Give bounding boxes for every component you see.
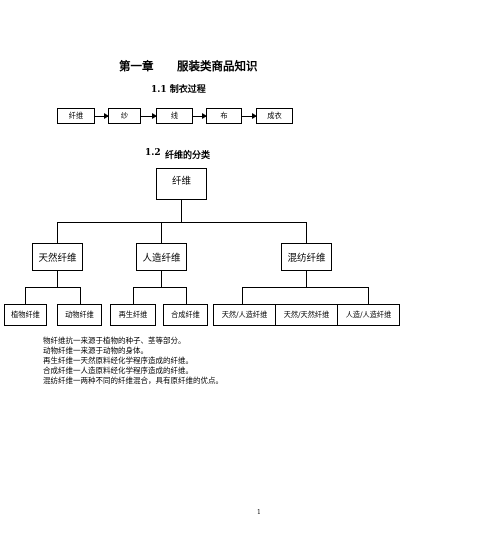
tree-node-manmade-fiber: 人造纤维 [136,243,187,271]
tree-connector [25,287,26,304]
tree-leaf-plant-fiber: 植物纤维 [4,304,47,326]
tree-leaf-animal-fiber: 动物纤维 [57,304,102,326]
tree-connector [242,287,243,304]
tree-connector [161,222,162,243]
tree-node-label: 合成纤维 [171,310,200,319]
tree-node-label: 植物纤维 [11,310,40,319]
definition-line: 动物纤维一来源于动物的身体。 [43,346,148,355]
section-title-fiber-classification: 纤维的分类 [165,151,211,161]
tree-leaf-natural-natural: 天然/天然纤维 [275,304,338,326]
tree-node-label: 天然/天然纤维 [283,310,330,319]
tree-connector [57,271,58,287]
tree-node-natural-fiber: 天然纤维 [32,243,83,271]
section-title-production-process: 1.1 制衣过程 [151,85,206,95]
definition-line: 再生纤维一天然原料经化学程序造成的纤维。 [43,356,193,365]
tree-node-label: 天然纤维 [38,253,77,264]
tree-node-label: 人造/人造纤维 [345,310,392,319]
process-step-fiber: 纤维 [57,108,95,124]
tree-connector [80,287,81,304]
process-step-label: 成衣 [267,111,282,120]
tree-connector [242,287,369,288]
tree-node-blended-fiber: 混纺纤维 [281,243,332,271]
process-step-label: 纤维 [68,111,84,120]
chapter-title: 服装类商品知识 [177,59,258,73]
process-arrow [193,113,207,119]
tree-connector [133,287,134,304]
process-arrow [141,113,157,119]
tree-node-label: 混纺纤维 [287,253,326,264]
tree-leaf-natural-manmade: 天然/人造纤维 [213,304,276,326]
tree-node-label: 纤维 [171,176,191,187]
tree-root-fiber: 纤维 [156,168,207,200]
tree-node-label: 动物纤维 [65,310,94,319]
definition-line: 物纤维抗一来源于植物的种子、茎等部分。 [43,336,186,345]
tree-node-label: 人造纤维 [142,253,181,264]
process-step-garment: 成衣 [256,108,293,124]
tree-connector [133,287,187,288]
section-number-fiber-classification: 1.2 [145,148,161,158]
process-arrow [95,113,109,119]
tree-connector [306,222,307,243]
tree-leaf-synthetic-fiber: 合成纤维 [163,304,208,326]
process-step-label: 线 [170,111,179,120]
process-step-cloth: 布 [206,108,242,124]
tree-leaf-regenerated-fiber: 再生纤维 [110,304,156,326]
tree-node-label: 再生纤维 [118,310,148,319]
tree-connector [161,271,162,287]
tree-leaf-manmade-manmade: 人造/人造纤维 [337,304,400,326]
fiber-definitions: 物纤维抗一来源于植物的种子、茎等部分。 动物纤维一来源于动物的身体。 再生纤维一… [43,336,223,386]
tree-connector [186,287,187,304]
tree-connector [368,287,369,304]
definition-line: 合成纤维一人造原料经化学程序造成的纤维。 [43,366,193,375]
chapter-number: 第一章 [119,59,154,73]
tree-node-label: 天然/人造纤维 [221,310,268,319]
tree-connector [181,200,182,222]
process-step-thread: 线 [156,108,193,124]
definition-line: 混纺纤维一两种不同的纤维混合，具有原纤维的优点。 [43,376,223,385]
process-step-label: 布 [220,111,228,120]
tree-connector [306,271,307,287]
process-step-yarn: 纱 [108,108,141,124]
process-step-label: 纱 [120,111,129,120]
tree-connector [57,222,307,223]
tree-connector [25,287,81,288]
page-number: 1 [257,509,261,516]
process-arrow [242,113,257,119]
tree-connector [57,222,58,243]
